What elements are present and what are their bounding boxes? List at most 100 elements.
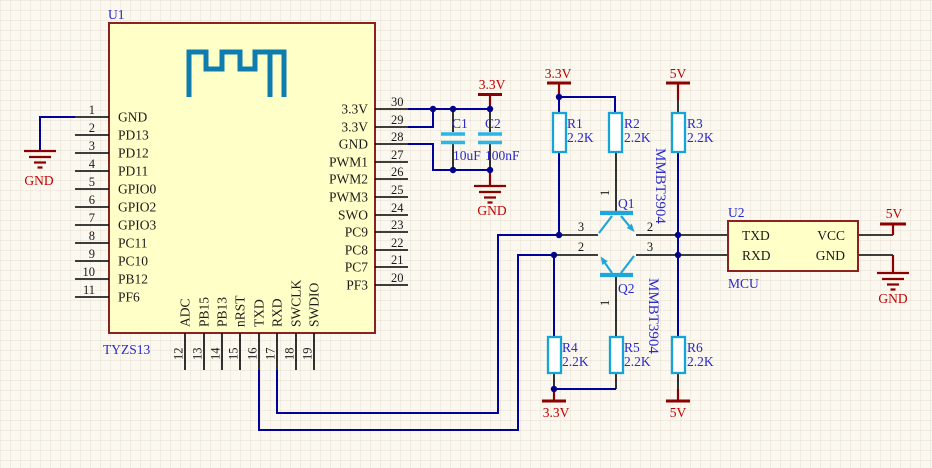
r3-value: 2.2K bbox=[687, 130, 714, 145]
u2-body bbox=[727, 220, 859, 272]
junction-dot bbox=[555, 93, 563, 101]
capacitor-c1: C1 10uF bbox=[441, 116, 481, 163]
junction-dots bbox=[429, 93, 682, 393]
u1-pin-num: 3 bbox=[89, 139, 95, 153]
u1-pin-num: 23 bbox=[391, 218, 404, 232]
u1-pin-label: 3.3V bbox=[341, 102, 368, 117]
wire-u1-txd bbox=[258, 254, 554, 431]
r2-value: 2.2K bbox=[624, 130, 651, 145]
u1-pin-label: PC9 bbox=[345, 225, 369, 240]
u1-pin-num: 20 bbox=[391, 271, 404, 285]
power-symbols: 3.3V 5V 3.3V GND GND 3.3V 5V 5V GND bbox=[24, 66, 909, 420]
c2-plates bbox=[478, 132, 502, 145]
wire-u1-pin1-to-gnd bbox=[39, 116, 75, 151]
u1-pin-label: PC10 bbox=[118, 254, 148, 269]
r456-bottom-leads bbox=[553, 373, 679, 389]
u1-pin-num: 6 bbox=[89, 193, 95, 207]
c1-value: 10uF bbox=[453, 148, 481, 163]
u1-right-pin-lines bbox=[375, 108, 408, 286]
u1-pin-num: 10 bbox=[83, 265, 96, 279]
u1-pin-label: PC8 bbox=[345, 243, 369, 258]
u1-pin-label: PC7 bbox=[345, 260, 369, 275]
u1-pin-label: PWM3 bbox=[329, 190, 368, 205]
u1-pin-label: TXD bbox=[252, 299, 267, 327]
u1-pin-num: 21 bbox=[391, 253, 404, 267]
u1-pin-num: 14 bbox=[209, 347, 223, 360]
u2-ref: U2 bbox=[728, 205, 745, 220]
c2-value: 100nF bbox=[485, 148, 520, 163]
power-label-33v: 3.3V bbox=[545, 66, 572, 81]
r1-ref: R1 bbox=[567, 116, 583, 131]
junction-dot bbox=[550, 385, 558, 393]
q1-pin-base-num: 1 bbox=[598, 190, 612, 196]
u1-pin-label: PWM2 bbox=[329, 172, 368, 187]
u1-pin-num: 17 bbox=[264, 348, 278, 361]
junction-dot bbox=[555, 231, 563, 239]
u1-pin-num: 4 bbox=[89, 157, 96, 171]
r1-value: 2.2K bbox=[567, 130, 594, 145]
u1-pin-label: nRST bbox=[233, 295, 248, 327]
u1-component: U1 TYZS13 1 2 3 4 5 6 7 8 9 10 11 GND PD… bbox=[75, 7, 408, 370]
u1-pin-num: 30 bbox=[391, 95, 404, 109]
q1-pin-right-num: 2 bbox=[647, 220, 653, 234]
resistor-r2: R2 2.2K bbox=[607, 111, 651, 154]
q2-ref: Q2 bbox=[618, 281, 635, 296]
gnd-symbol-u2 bbox=[877, 271, 909, 291]
u1-pin-num: 27 bbox=[391, 148, 404, 162]
junction-dot bbox=[449, 166, 457, 174]
q1-collector bbox=[598, 215, 613, 234]
power-label-5v: 5V bbox=[886, 206, 903, 221]
u1-pin-label: PD11 bbox=[118, 164, 148, 179]
u1-pin-label: PB15 bbox=[197, 297, 212, 327]
u1-pin-label: GPIO2 bbox=[118, 200, 156, 215]
transistor-q1: Q1 MMBT3904 1 3 2 bbox=[578, 148, 668, 234]
r5-body bbox=[608, 335, 625, 375]
c1-plates bbox=[441, 132, 465, 145]
r1-body bbox=[551, 111, 568, 154]
u1-pin-num: 5 bbox=[89, 175, 95, 189]
u1-pin-label: SWCLK bbox=[289, 279, 304, 327]
u1-pin-label: PD12 bbox=[118, 146, 149, 161]
q1-emitter-arrow bbox=[626, 223, 635, 232]
power-label-gnd: GND bbox=[24, 173, 53, 188]
u1-pin-num: 8 bbox=[89, 229, 95, 243]
power-label-gnd: GND bbox=[878, 291, 907, 306]
c2-ref: C2 bbox=[485, 116, 501, 131]
u1-pin-label: PC11 bbox=[118, 236, 148, 251]
wire-u1-rxd bbox=[276, 234, 559, 414]
u1-part: TYZS13 bbox=[103, 342, 151, 357]
cap-leads bbox=[452, 109, 491, 170]
u1-pin-num: 9 bbox=[89, 247, 95, 261]
r4-body bbox=[546, 335, 563, 375]
u2-pin-vcc: VCC bbox=[817, 228, 845, 243]
u2-pin-gnd: GND bbox=[816, 248, 845, 263]
wire-pin29-join bbox=[408, 109, 434, 128]
u1-left-pin-lines bbox=[75, 116, 109, 298]
u1-pin-label: PF3 bbox=[346, 278, 368, 293]
c1-ref: C1 bbox=[452, 116, 468, 131]
u1-pin-num: 16 bbox=[246, 348, 260, 361]
u1-bottom-pin-lines bbox=[184, 333, 315, 370]
u1-pin-num: 19 bbox=[301, 348, 315, 361]
u2-pin-rxd: RXD bbox=[742, 248, 771, 263]
q1-ref: Q1 bbox=[618, 196, 635, 211]
u1-pin-label: PB12 bbox=[118, 272, 148, 287]
r3-ref: R3 bbox=[687, 116, 703, 131]
lead-lines bbox=[452, 100, 893, 389]
junction-dot bbox=[674, 231, 682, 239]
u1-pin-num: 29 bbox=[391, 113, 404, 127]
u1-pin-label: RXD bbox=[270, 298, 285, 327]
level-shifter-lines bbox=[554, 234, 893, 256]
u1-pin-num: 24 bbox=[391, 201, 404, 215]
r6-value: 2.2K bbox=[687, 354, 714, 369]
u1-pin-label: PD13 bbox=[118, 128, 149, 143]
u1-pin-num: 1 bbox=[89, 103, 95, 117]
r5-value: 2.2K bbox=[624, 354, 651, 369]
u1-body bbox=[108, 22, 376, 334]
wire-r1-r2-top bbox=[558, 96, 616, 113]
junction-dot bbox=[486, 105, 494, 113]
u1-pin-label: SWDIO bbox=[307, 283, 322, 327]
u1-pin-num: 11 bbox=[83, 283, 95, 297]
